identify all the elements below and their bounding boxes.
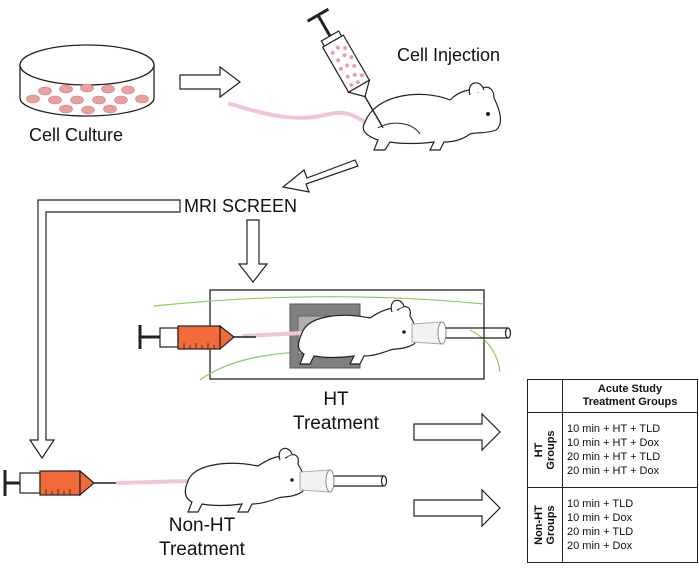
non-ht-groups-label-line1: Non-HT	[533, 505, 545, 545]
ht-treatment-line1: HT	[323, 389, 349, 410]
non-ht-groups-list: 10 min + TLD 10 min + Dox 20 min + TLD 2…	[562, 487, 698, 563]
non-ht-groups-label-line2: Groups	[545, 505, 557, 545]
arrow-ht-to-table	[413, 412, 501, 452]
arrow-mri-to-non-ht	[28, 199, 181, 460]
syringe-icon	[306, 7, 384, 129]
ht-groups-label: HT Groups	[527, 412, 563, 488]
arrow-non-ht-to-table	[413, 488, 501, 528]
mouse-icon	[116, 447, 306, 513]
table-header-line1: Acute Study	[597, 383, 663, 395]
petri-dish-icon	[19, 44, 155, 117]
table-group-ht: HT Groups 10 min + HT + TLD 10 min + HT …	[527, 412, 698, 488]
table-corner-cell	[527, 379, 563, 413]
cell-injection-label: Cell Injection	[397, 45, 501, 65]
arrow-culture-to-injection	[179, 65, 241, 99]
arrow-mri-to-ht	[237, 219, 269, 283]
mouse-icon	[228, 82, 502, 151]
syringe-icon	[138, 324, 256, 351]
non-ht-treatment-label: Non-HT Treatment	[144, 514, 260, 562]
ht-groups-label-line2: Groups	[545, 430, 557, 470]
ht-groups-label-line1: HT	[533, 442, 545, 458]
non-ht-treatment-line1: Non-HT	[168, 515, 236, 536]
anesthesia-tube	[411, 321, 512, 345]
non-ht-groups-label: Non-HT Groups	[527, 487, 563, 563]
arrow-injection-to-mri	[281, 159, 359, 193]
ht-groups-list: 10 min + HT + TLD 10 min + HT + Dox 20 m…	[562, 412, 698, 488]
syringe-icon	[3, 469, 118, 497]
table-header-row: Acute Study Treatment Groups	[527, 379, 698, 413]
mouse-icon	[242, 299, 418, 365]
table-header-line2: Treatment Groups	[582, 396, 678, 408]
table-row: 20 min + TLD	[567, 526, 634, 538]
ht-treatment-line2: Treatment	[293, 413, 379, 434]
cell-culture-label: Cell Culture	[29, 125, 124, 145]
mri-screen-label: MRI SCREEN	[184, 196, 298, 216]
table-row: 10 min + HT + TLD	[567, 423, 661, 435]
table-row: 10 min + Dox	[567, 512, 633, 524]
table-row: 10 min + TLD	[567, 498, 634, 510]
table-group-non-ht: Non-HT Groups 10 min + TLD 10 min + Dox …	[527, 487, 698, 563]
table-row: 20 min + HT + Dox	[567, 465, 660, 477]
non-ht-treatment-line2: Treatment	[159, 539, 245, 560]
table-row: 10 min + HT + Dox	[567, 437, 660, 449]
table-row: 20 min + Dox	[567, 540, 633, 552]
treatment-groups-table: Acute Study Treatment Groups HT Groups 1…	[527, 379, 698, 563]
ht-treatment-label: HT Treatment	[278, 388, 394, 436]
anesthesia-tube	[299, 469, 388, 493]
table-row: 20 min + HT + TLD	[567, 451, 661, 463]
table-header: Acute Study Treatment Groups	[562, 379, 698, 413]
